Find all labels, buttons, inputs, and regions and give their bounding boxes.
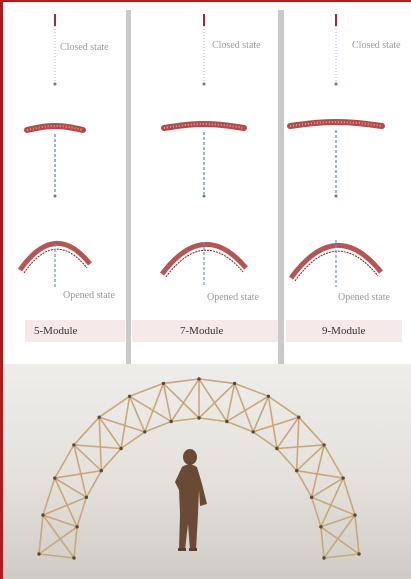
timber-joint-83 [342,476,345,479]
mid-node-2 [203,195,206,198]
timber-joint-82 [322,443,325,446]
timber-joint-81 [297,416,300,419]
timber-joint-90 [119,447,122,450]
timber-joint-92 [170,420,173,423]
timber-joint-98 [310,496,313,499]
structure-photo-svg [3,364,411,579]
timber-joint-77 [162,382,165,385]
timber-joint-91 [143,430,146,433]
closed-state-label-3: Closed state [352,40,401,51]
closed-state-label-2: Closed state [212,40,261,51]
timber-joint-97 [295,469,298,472]
closed-node-2 [203,83,206,86]
timber-joint-74 [72,443,75,446]
timber-joint-80 [267,395,270,398]
timber-joint-95 [252,430,255,433]
timber-joint-79 [233,382,236,385]
timber-joint-87 [75,525,78,528]
mid-node-1 [54,195,57,198]
timber-joint-78 [197,377,200,380]
timber-joint-86 [72,556,75,559]
state-diagram-svg [3,2,411,364]
timber-joint-89 [100,469,103,472]
mid-node-3 [335,195,338,198]
column-divider-2 [278,10,284,364]
state-diagram-panel [3,2,411,364]
timber-joint-88 [85,496,88,499]
opened-state-label-3: Opened state [338,292,390,303]
timber-joint-96 [275,447,278,450]
module-label-5: 5-Module [34,325,77,337]
closed-node-1 [54,83,57,86]
timber-joint-93 [197,416,200,419]
timber-joint-85 [357,552,360,555]
timber-joint-84 [353,513,356,516]
closed-node-3 [335,83,338,86]
opened-state-label-2: Opened state [207,292,259,303]
module-label-7: 7-Module [180,325,223,337]
opened-state-label-1: Opened state [63,290,115,301]
timber-joint-71 [37,552,40,555]
module-label-9: 9-Module [322,325,365,337]
timber-joint-100 [322,556,325,559]
timber-joint-76 [128,395,131,398]
timber-joint-73 [53,476,56,479]
timber-joint-94 [225,420,228,423]
timber-joint-72 [41,513,44,516]
closed-state-label-1: Closed state [60,42,109,53]
column-divider-1 [126,10,131,364]
timber-joint-75 [98,416,101,419]
timber-joint-99 [319,525,322,528]
structure-photo [3,364,411,579]
